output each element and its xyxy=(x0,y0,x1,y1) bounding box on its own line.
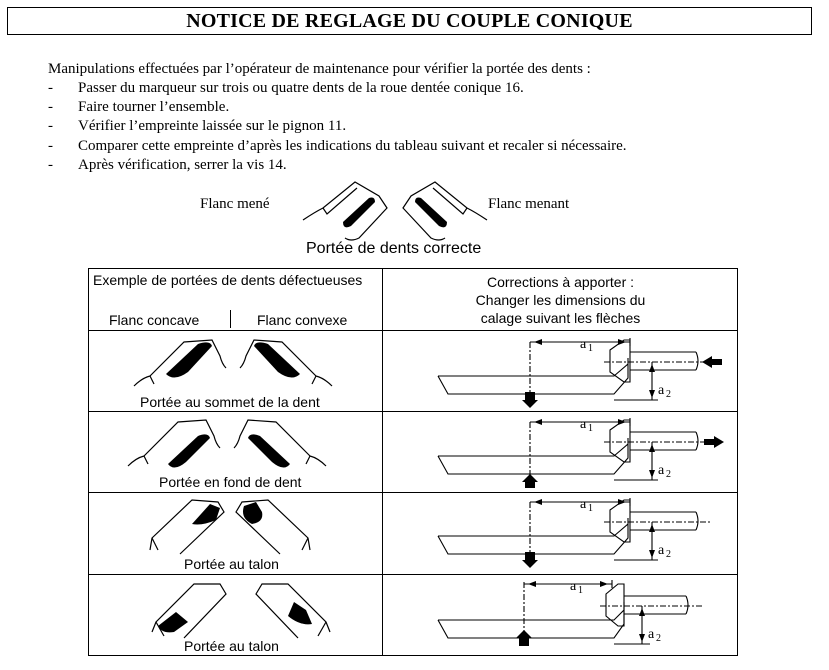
correction-table xyxy=(88,268,738,656)
tooth-contact-diagram xyxy=(133,339,333,387)
row-caption: Portée au talon xyxy=(184,638,279,654)
calage-correction-diagram: a 1 a 2 xyxy=(437,579,704,646)
svg-text:1: 1 xyxy=(588,343,593,354)
list-item: -Après vérification, serrer la vis 14. xyxy=(48,156,627,175)
flanc-mene-label: Flanc mené xyxy=(200,196,270,212)
tooth-contact-diagram xyxy=(149,499,311,555)
table-row-divider xyxy=(88,330,738,331)
svg-text:2: 2 xyxy=(666,469,671,480)
bullet-dash: - xyxy=(48,80,53,96)
row-caption: Portée au talon xyxy=(184,556,279,572)
calage-correction-diagram: a 1 a 2 xyxy=(437,497,710,568)
list-item: -Comparer cette empreinte d’après les in… xyxy=(48,137,627,156)
svg-text:2: 2 xyxy=(666,549,671,560)
table-row-divider xyxy=(88,492,738,493)
svg-text:1: 1 xyxy=(588,503,593,514)
svg-text:a: a xyxy=(648,627,655,642)
bullet-dash: - xyxy=(48,137,53,154)
svg-text:a: a xyxy=(658,383,665,398)
row-caption: Portée en fond de dent xyxy=(159,474,302,490)
list-item: -Vérifier l’empreinte laissée sur le pig… xyxy=(48,117,627,136)
title-box: NOTICE DE REGLAGE DU COUPLE CONIQUE xyxy=(7,7,812,35)
correct-contact-diagram xyxy=(302,181,488,241)
flanc-concave-header: Flanc concave xyxy=(109,312,200,328)
table-row-divider xyxy=(88,574,738,575)
tooth-contact-diagram xyxy=(127,419,327,468)
table-column-divider xyxy=(382,268,383,656)
svg-text:a: a xyxy=(570,579,577,594)
svg-text:1: 1 xyxy=(588,423,593,434)
row-caption: Portée au sommet de la dent xyxy=(140,394,320,410)
calage-correction-diagram: a 1 a 2 xyxy=(437,417,724,488)
svg-text:a: a xyxy=(580,337,587,352)
bullet-dash: - xyxy=(48,99,53,116)
table-row-divider xyxy=(88,411,738,412)
flanc-menant-label: Flanc menant xyxy=(488,196,570,212)
page-title: NOTICE DE REGLAGE DU COUPLE CONIQUE xyxy=(186,9,633,32)
contact-mark-left xyxy=(343,197,375,228)
svg-text:1: 1 xyxy=(578,585,583,596)
flanc-convexe-header: Flanc convexe xyxy=(257,312,348,328)
contact-mark-right xyxy=(415,197,447,228)
correct-contact-caption: Portée de dents correcte xyxy=(306,240,482,257)
svg-text:2: 2 xyxy=(666,389,671,400)
subheader-divider xyxy=(230,310,231,328)
svg-text:2: 2 xyxy=(656,633,661,644)
svg-text:a: a xyxy=(658,463,665,478)
bullet-dash: - xyxy=(48,118,53,135)
calage-correction-diagram: a 1 a 2 xyxy=(437,337,722,408)
svg-text:a: a xyxy=(580,417,587,432)
intro-text: Manipulations effectuées par l’opérateur… xyxy=(48,61,591,77)
right-column-header: Corrections à apporter : Changer les dim… xyxy=(475,274,646,326)
svg-text:a: a xyxy=(658,543,665,558)
steps-list: -Passer du marqueur sur trois ou quatre … xyxy=(48,79,627,175)
list-item: -Passer du marqueur sur trois ou quatre … xyxy=(48,79,627,98)
bullet-dash: - xyxy=(48,156,53,173)
list-item: -Faire tourner l’ensemble. xyxy=(48,98,627,117)
tooth-contact-diagram xyxy=(151,583,331,639)
left-column-header: Exemple de portées de dents défectueuses xyxy=(93,272,363,288)
svg-text:a: a xyxy=(580,497,587,512)
